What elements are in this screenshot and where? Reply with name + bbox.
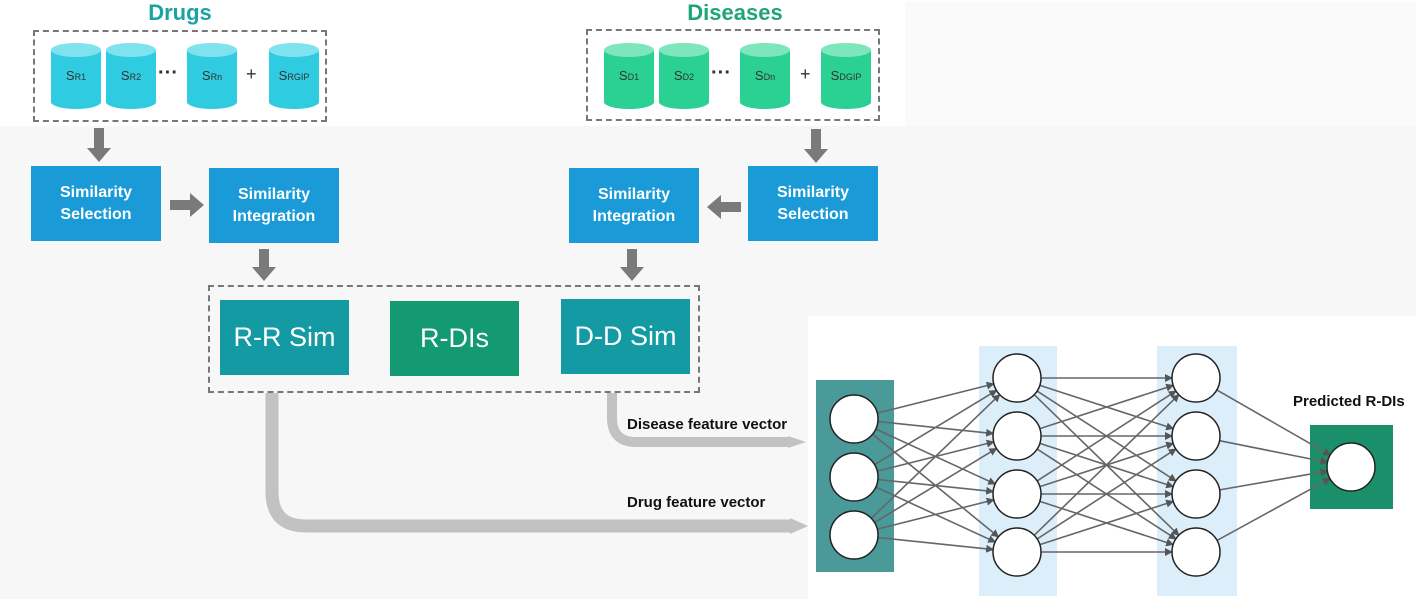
cylinder-label: S: [618, 68, 628, 83]
network-edge: [1216, 478, 1331, 542]
right-arrow: [170, 193, 204, 217]
diseases-title: Diseases: [687, 0, 783, 25]
network-neurons: [829, 353, 1376, 577]
neuron: [1171, 353, 1221, 403]
cylinder-label: S: [201, 68, 211, 83]
drug-feature-flow: [265, 393, 792, 533]
network-edge: [877, 497, 995, 530]
drug-similarity-cylinder: SRGIP: [268, 42, 320, 110]
disease-similarity-cylinder: SDn: [739, 42, 791, 110]
drug-similarity-selection-box: Similarity Selection: [31, 166, 161, 241]
cylinder-subscript: RGIP: [287, 72, 310, 82]
drug-similarity-cylinder: SR2: [105, 42, 157, 110]
network-edge: [1036, 390, 1177, 482]
cylinder-label: S: [830, 68, 840, 83]
disease-similarity-cylinder: SD2: [658, 42, 710, 110]
neuron: [992, 469, 1042, 519]
neuron: [829, 394, 879, 444]
cylinder-subscript: Dn: [763, 72, 776, 82]
network-edge: [1216, 389, 1332, 456]
neuron: [829, 452, 879, 502]
cylinder-label: S: [278, 68, 288, 83]
disease-similarity-cylinder: SDGIP: [820, 42, 872, 110]
network-edge: [877, 381, 995, 414]
disease-ellipsis: ···: [711, 62, 731, 84]
down-arrow: [252, 249, 276, 281]
process-arrows: [87, 128, 828, 281]
network-edge: [874, 389, 998, 466]
drug-feature-vector-label: Drug feature vector: [627, 494, 766, 511]
cylinder-subscript: R2: [129, 72, 142, 82]
disease-similarity-selection-box: Similarity Selection: [748, 166, 878, 241]
top-right-panel: [905, 2, 1416, 126]
left-arrow: [707, 195, 741, 219]
cylinder-label: S: [673, 68, 683, 83]
disease-feature-vector-label: Disease feature vector: [627, 416, 788, 433]
network-edge: [1039, 383, 1175, 430]
neuron: [992, 527, 1042, 577]
drug-plus-sign: +: [246, 64, 257, 84]
drug-ellipsis: ···: [158, 62, 178, 84]
similarity-matrix-group: [208, 285, 700, 393]
disease-feature-flow: [607, 393, 790, 447]
drug-similarity-integration-box: Similarity Integration: [209, 168, 339, 243]
disease-similarity-group: [586, 29, 880, 121]
neuron: [1171, 411, 1221, 461]
predicted-rdis-label: Predicted R-DIs: [1293, 393, 1405, 410]
output-neuron: [1326, 442, 1376, 492]
disease-disease-similarity-box: D-D Sim: [561, 299, 690, 374]
neuron: [992, 353, 1042, 403]
network-edge: [870, 393, 1001, 519]
cylinder-subscript: Rn: [210, 72, 223, 82]
drug-disease-interactions-box: R-DIs: [390, 301, 519, 376]
drug-drug-similarity-box: R-R Sim: [220, 300, 349, 375]
network-edge: [1219, 468, 1329, 491]
disease-feature-flow-head: [788, 436, 806, 448]
down-arrow: [804, 129, 828, 163]
neuron: [1171, 527, 1221, 577]
disease-plus-sign: +: [800, 64, 811, 84]
down-arrow: [620, 249, 644, 281]
neuron: [1171, 469, 1221, 519]
down-arrow: [87, 128, 111, 162]
network-edge: [1039, 499, 1175, 546]
cylinder-label: S: [65, 68, 75, 83]
drugs-title: Drugs: [148, 0, 212, 25]
network-edge: [877, 536, 995, 553]
neuron: [829, 510, 879, 560]
disease-similarity-cylinder: SD1: [603, 42, 655, 110]
network-edge: [1033, 394, 1180, 536]
network-edge: [1219, 439, 1329, 465]
drug-similarity-cylinder: SR1: [50, 42, 102, 110]
drug-feature-flow-head: [790, 518, 808, 534]
network-edge: [1036, 448, 1177, 540]
drug-similarity-group: [33, 30, 327, 122]
neuron: [992, 411, 1042, 461]
cylinder-label: S: [120, 68, 130, 83]
cylinder-subscript: DGIP: [839, 72, 862, 82]
network-edge: [874, 447, 998, 524]
drug-similarity-cylinder: SRn: [186, 42, 238, 110]
cylinder-subscript: D1: [627, 72, 640, 82]
cylinder-label: S: [754, 68, 764, 83]
disease-similarity-integration-box: Similarity Integration: [569, 168, 699, 243]
cylinder-subscript: R1: [74, 72, 87, 82]
cylinder-subscript: D2: [682, 72, 695, 82]
network-edges: [870, 374, 1332, 556]
